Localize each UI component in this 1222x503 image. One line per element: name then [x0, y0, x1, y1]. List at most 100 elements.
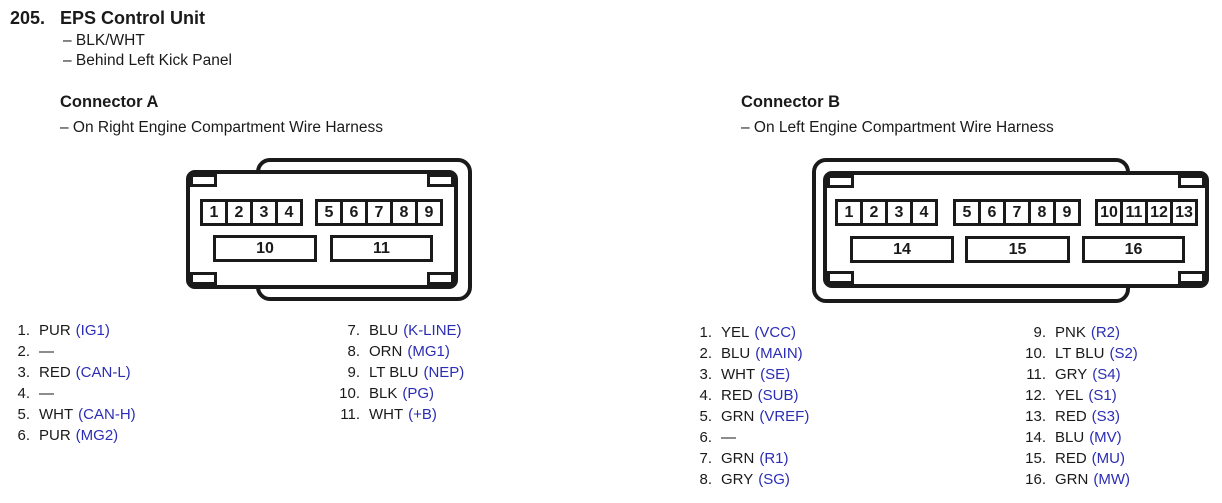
connector-a-pin-list-right: 7.BLU(K-LINE) 8.ORN(MG1) 9.LT BLU(NEP) 1… [338, 320, 464, 425]
pin-box: 9 [415, 199, 443, 226]
pin-number: 12. [1025, 387, 1046, 404]
wire-color: GRN [721, 450, 755, 467]
pin-row: 6.PUR(MG2) [8, 425, 136, 446]
pin-row: 14.BLU(MV) [1024, 427, 1138, 448]
pin-box: 9 [1053, 199, 1081, 226]
wire-color: WHT [369, 406, 404, 423]
connector-a-shell-front: 1 2 3 4 5 6 7 8 9 10 11 [186, 170, 458, 289]
pin-box: 3 [250, 199, 278, 226]
pin-row: 4.— [8, 383, 136, 404]
page-title: EPS Control Unit [60, 8, 205, 28]
pin-box: 2 [225, 199, 253, 226]
connector-b-diagram: 1 2 3 4 5 6 7 8 9 10 11 12 13 14 15 16 [810, 156, 1214, 306]
corner-notch [427, 174, 454, 187]
pin-box-wide: 10 [213, 235, 317, 262]
pin-number: 8. [347, 343, 360, 360]
pin-box: 10 [1095, 199, 1123, 226]
wire-color: RED [39, 364, 71, 381]
pin-number: 1. [699, 324, 712, 341]
signal-name: (VCC) [754, 324, 797, 341]
pin-box: 11 [1120, 199, 1148, 226]
connector-b-pin-group-2: 5 6 7 8 9 [953, 199, 1081, 226]
pin-number: 16. [1025, 471, 1046, 488]
pin-number: 9. [347, 364, 360, 381]
unit-note-location: – Behind Left Kick Panel [63, 52, 232, 69]
unit-note-color: – BLK/WHT [63, 32, 145, 49]
wire-color: RED [1055, 450, 1087, 467]
connector-a-diagram: 1 2 3 4 5 6 7 8 9 10 11 [184, 156, 476, 304]
signal-name: (MAIN) [755, 345, 803, 362]
pin-box: 13 [1170, 199, 1198, 226]
pin-box: 8 [390, 199, 418, 226]
signal-name: (SE) [760, 366, 791, 383]
wire-color: BLU [721, 345, 751, 362]
pin-box: 1 [835, 199, 863, 226]
pin-box: 7 [1003, 199, 1031, 226]
pin-row: 5.WHT(CAN-H) [8, 404, 135, 425]
wire-color: LT BLU [369, 364, 419, 381]
pin-row: 10.BLK(PG) [338, 383, 464, 404]
wire-color: PUR [39, 322, 71, 339]
pin-number: 9. [1033, 324, 1046, 341]
pin-box: 7 [365, 199, 393, 226]
pin-row: 9.PNK(R2) [1024, 322, 1138, 343]
pin-row: 8.GRY(SG) [690, 469, 809, 490]
pin-row: 2.BLU(MAIN) [690, 343, 809, 364]
pin-row: 11.GRY(S4) [1024, 364, 1138, 385]
corner-notch [190, 272, 217, 285]
corner-notch [1178, 271, 1205, 284]
corner-notch [190, 174, 217, 187]
signal-name: (+B) [408, 406, 437, 423]
pin-number: 10. [1025, 345, 1046, 362]
pin-box: 4 [910, 199, 938, 226]
pin-box: 5 [315, 199, 343, 226]
pin-number: 11. [1026, 366, 1046, 383]
pin-number: 15. [1025, 450, 1046, 467]
pin-number: 3. [17, 364, 30, 381]
signal-name: (CAN-L) [75, 364, 131, 381]
pin-box: 6 [340, 199, 368, 226]
pin-row: 4.RED(SUB) [690, 385, 809, 406]
pin-box: 12 [1145, 199, 1173, 226]
pin-row: 10.LT BLU(S2) [1024, 343, 1138, 364]
pin-box-wide: 15 [965, 236, 1070, 263]
connector-b-title: Connector B [741, 93, 840, 111]
pin-number: 10. [339, 385, 360, 402]
page-number: 205. [10, 8, 46, 28]
pin-number: 1. [17, 322, 30, 339]
pin-number: 5. [17, 406, 30, 423]
pin-row: 7.GRN(R1) [690, 448, 809, 469]
signal-name: (MU) [1091, 450, 1125, 467]
pin-number: 2. [17, 343, 30, 360]
corner-notch [827, 175, 854, 188]
signal-name: (R2) [1090, 324, 1121, 341]
connector-a-title: Connector A [60, 93, 159, 111]
wire-color: GRN [1055, 471, 1089, 488]
pin-box: 3 [885, 199, 913, 226]
connector-b-pin-group-3: 10 11 12 13 [1095, 199, 1198, 226]
signal-name: (NEP) [423, 364, 465, 381]
corner-notch [1178, 175, 1205, 188]
connector-a-note: – On Right Engine Compartment Wire Harne… [60, 119, 384, 136]
signal-name: (S3) [1091, 408, 1121, 425]
pin-box-wide: 11 [330, 235, 433, 262]
signal-name: (MG2) [75, 427, 119, 444]
wire-color: YEL [721, 324, 750, 341]
connector-a-pin-group-1: 1 2 3 4 [200, 199, 303, 226]
pin-box: 1 [200, 199, 228, 226]
wire-color: BLK [369, 385, 398, 402]
pin-row: 11. WHT(+B) [338, 404, 464, 425]
wire-color: RED [721, 387, 753, 404]
wire-color: — [721, 429, 736, 446]
wire-color: PUR [39, 427, 71, 444]
pin-box: 8 [1028, 199, 1056, 226]
wire-color: — [39, 385, 54, 402]
pin-number: 11. [340, 406, 360, 423]
connector-a-pin-list-left: 1.PUR(IG1) 2.— 3.RED(CAN-L) 4.— 5.WHT(CA… [8, 320, 136, 446]
pin-row: 5.GRN(VREF) [690, 406, 809, 427]
signal-name: (K-LINE) [403, 322, 462, 339]
signal-name: (S1) [1088, 387, 1117, 404]
pin-row: 15. RED(MU) [1024, 448, 1138, 469]
wire-color: ORN [369, 343, 403, 360]
